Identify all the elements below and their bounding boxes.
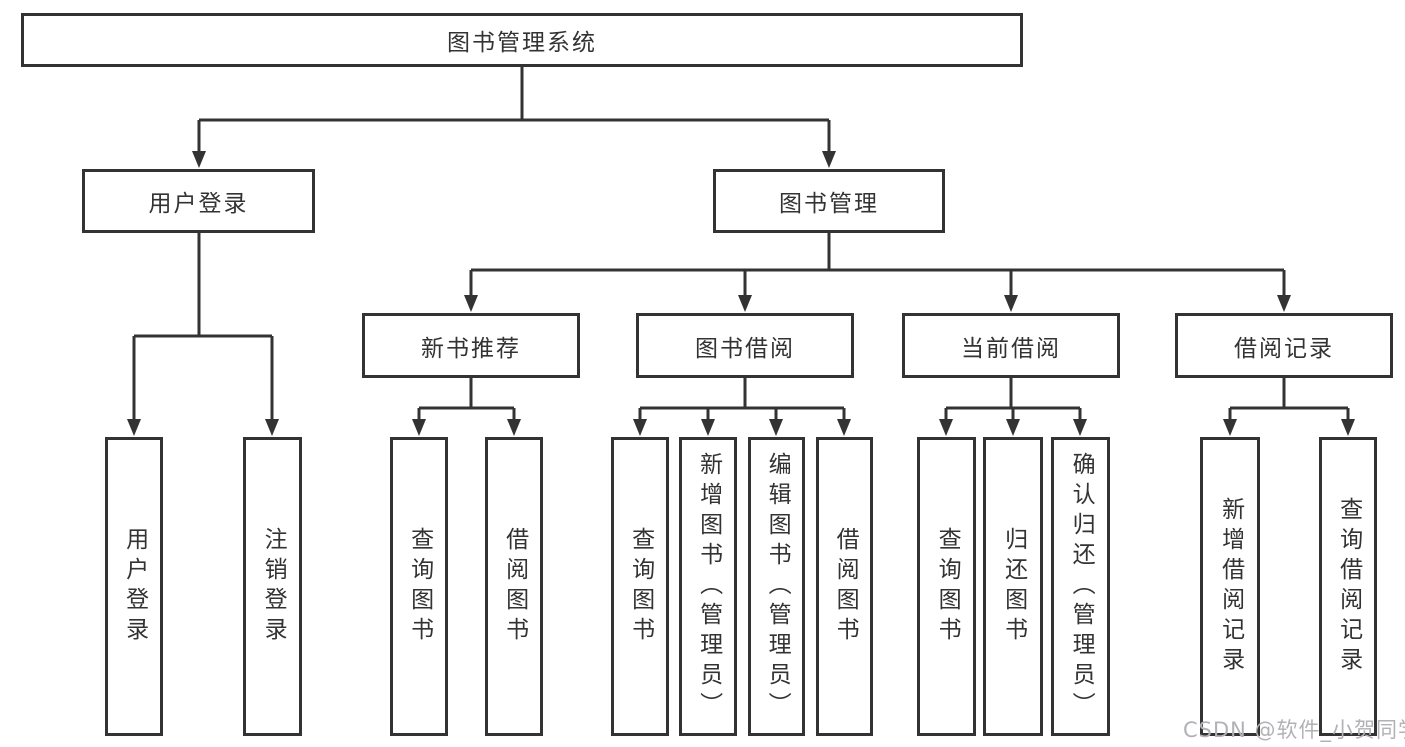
node-book-management: 图书管理 — [713, 169, 945, 233]
node-label: 借阅图书 — [501, 526, 528, 647]
node-label: 新增借阅记录 — [1217, 496, 1244, 677]
node-user-login: 用户登录 — [82, 169, 315, 233]
node-borrow-records: 借阅记录 — [1175, 313, 1393, 378]
node-label: 编辑图书（管理员） — [764, 451, 791, 722]
leaf-borrow-books: 借阅图书 — [816, 437, 873, 736]
csdn-watermark: CSDN @软件_小贺同学 — [1183, 718, 1405, 742]
leaf-return-books: 归还图书 — [983, 437, 1043, 736]
node-system-root: 图书管理系统 — [21, 13, 1023, 67]
node-label: 当前借阅 — [961, 335, 1061, 362]
leaf-edit-books-admin: 编辑图书（管理员） — [748, 437, 805, 736]
node-label: 确认归还（管理员） — [1068, 451, 1095, 722]
node-label: 新增图书（管理员） — [695, 451, 722, 722]
leaf-query-borrow-record: 查询借阅记录 — [1319, 437, 1377, 736]
leaf-query-books-recommend: 查询图书 — [390, 437, 448, 736]
node-book-borrowing: 图书借阅 — [636, 313, 854, 378]
node-label: 新书推荐 — [421, 335, 521, 362]
node-label: 借阅图书 — [832, 526, 859, 647]
leaf-query-books-current: 查询图书 — [917, 437, 976, 736]
leaf-user-login: 用户登录 — [105, 437, 163, 736]
node-current-borrowing: 当前借阅 — [902, 313, 1120, 378]
leaf-borrow-books-recommend: 借阅图书 — [485, 437, 543, 736]
leaf-query-books-borrowing: 查询图书 — [611, 437, 669, 736]
node-label: 图书管理系统 — [447, 30, 597, 56]
node-label: 归还图书 — [1000, 526, 1027, 647]
node-label: 图书借阅 — [695, 335, 795, 362]
node-label: 图书管理 — [779, 191, 879, 217]
leaf-add-books-admin: 新增图书（管理员） — [679, 437, 737, 736]
node-label: 注销登录 — [260, 526, 287, 647]
leaf-add-borrow-record: 新增借阅记录 — [1200, 437, 1260, 736]
node-label: 查询图书 — [627, 526, 654, 647]
node-label: 查询图书 — [406, 526, 433, 647]
node-label: 用户登录 — [148, 191, 249, 217]
node-label: 借阅记录 — [1234, 335, 1334, 362]
leaf-confirm-return-admin: 确认归还（管理员） — [1051, 437, 1110, 736]
node-label: 查询图书 — [934, 526, 961, 647]
node-label: 查询借阅记录 — [1335, 496, 1362, 677]
leaf-logout: 注销登录 — [243, 437, 302, 736]
node-label: 用户登录 — [121, 526, 148, 647]
node-new-book-recommend: 新书推荐 — [362, 313, 580, 378]
